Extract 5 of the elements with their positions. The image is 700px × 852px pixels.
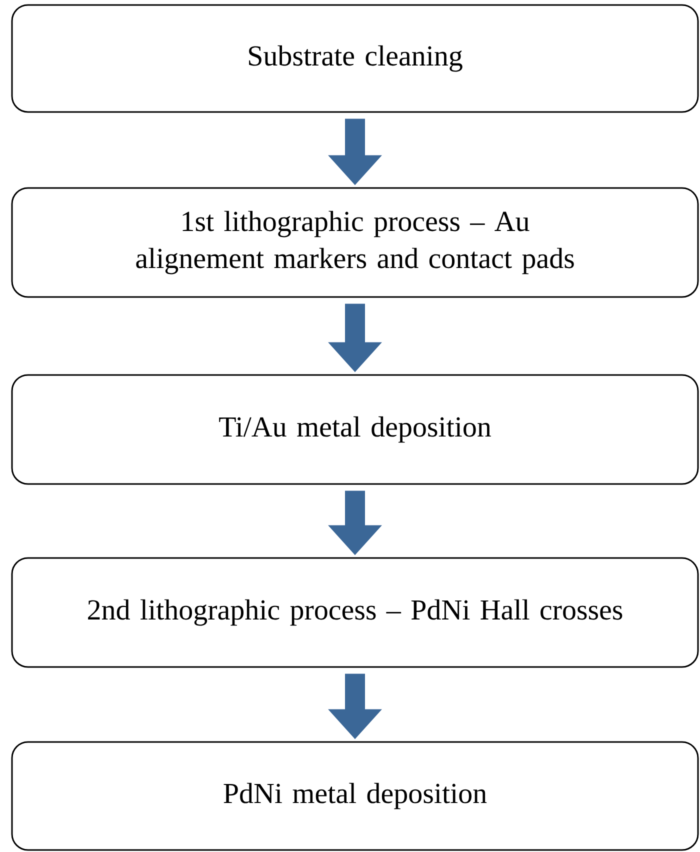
process-box: 2nd lithographic process – PdNi Hall crosses <box>11 557 699 668</box>
process-box: Substrate cleaning <box>11 4 699 113</box>
process-box: 1st lithographic process – Au alignement markers and contact pads <box>11 187 699 298</box>
process-box: Ti/Au metal deposition <box>11 374 699 485</box>
process-box: PdNi metal deposition <box>11 741 699 851</box>
